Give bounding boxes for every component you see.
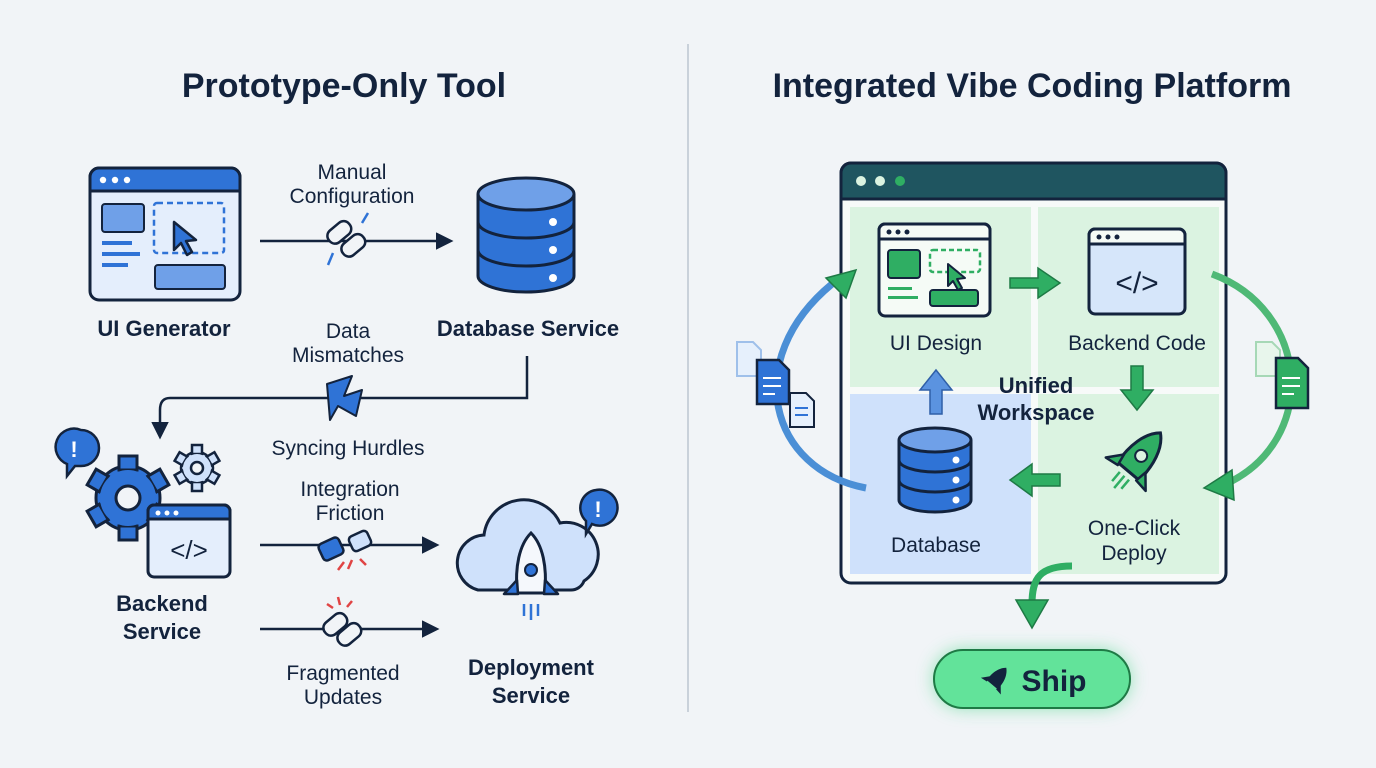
- document-stack-left-icon: [736, 341, 815, 428]
- ui-to-backend-arrow: [1009, 266, 1062, 300]
- database-label: Database: [891, 534, 981, 557]
- data-mismatches-label-line1: Data: [326, 320, 371, 343]
- right-panel-title: Integrated Vibe Coding Platform: [773, 67, 1292, 105]
- broken-chain-icon: [326, 212, 370, 266]
- syncing-hurdles-label: Syncing Hurdles: [272, 437, 425, 460]
- integration-friction-label-line1: Integration: [300, 478, 399, 501]
- backend-service-label-line1: Backend: [116, 591, 208, 616]
- data-mismatches-label-line2: Mismatches: [292, 344, 404, 367]
- backend-code-icon: </>: [1087, 227, 1187, 316]
- unified-workspace-label-line1: Unified: [999, 373, 1074, 398]
- ui-generator-label: UI Generator: [97, 316, 231, 341]
- ship-button-label: Ship: [1022, 665, 1087, 698]
- deploy-to-database-arrow: [1008, 462, 1061, 498]
- left-panel-title: Prototype-Only Tool: [182, 67, 506, 105]
- deploy-to-ship-arrow: [1028, 562, 1073, 605]
- document-stack-right-icon: [1255, 341, 1310, 410]
- integration-friction-label-line2: Friction: [316, 502, 385, 525]
- lightning-break-icon: [326, 375, 363, 421]
- svg-text:!: !: [594, 497, 601, 522]
- unified-workspace-label-line2: Workspace: [978, 400, 1095, 425]
- deploy-to-ship-arrow-head: [1014, 599, 1050, 630]
- database-service-label: Database Service: [437, 316, 619, 341]
- chain-link-icon: [322, 596, 363, 647]
- backend-code-label: Backend Code: [1068, 332, 1206, 355]
- manual-configuration-label-line1: Manual: [318, 161, 387, 184]
- fragmented-updates-label-line2: Updates: [304, 686, 382, 709]
- loop-arrow-left-head: [824, 268, 858, 300]
- database-icon: [897, 426, 973, 514]
- database-to-backend-arrow: [151, 356, 529, 440]
- svg-text:!: !: [70, 437, 77, 462]
- database-to-ui-arrow: [918, 368, 954, 415]
- svg-text:</>: </>: [170, 535, 208, 565]
- ui-design-label: UI Design: [890, 332, 982, 355]
- backend-service-label-line2: Service: [123, 619, 201, 644]
- svg-text:</>: </>: [1115, 267, 1158, 300]
- deployment-service-label-line1: Deployment: [468, 655, 595, 680]
- rocket-icon: [980, 667, 1007, 695]
- fragmented-updates-label-line1: Fragmented: [286, 662, 399, 685]
- loop-arrow-left: [773, 281, 867, 492]
- ui-generator-icon: [88, 166, 242, 302]
- backend-to-deploy-arrow: [1119, 365, 1155, 412]
- rocket-icon: [1104, 431, 1163, 493]
- loop-arrow-right-head: [1202, 468, 1235, 502]
- broken-link-icon: [317, 529, 373, 571]
- manual-configuration-label-line2: Configuration: [290, 185, 415, 208]
- backend-service-icon: ! </>: [54, 427, 232, 579]
- one-click-deploy-label-line2: Deploy: [1101, 542, 1167, 565]
- deployment-service-icon: !: [455, 488, 619, 620]
- ui-design-icon: [877, 222, 992, 318]
- database-service-icon: [476, 176, 576, 294]
- one-click-deploy-label-line1: One-Click: [1088, 517, 1181, 540]
- ship-button[interactable]: Ship: [933, 649, 1131, 709]
- deployment-service-label-line2: Service: [492, 683, 570, 708]
